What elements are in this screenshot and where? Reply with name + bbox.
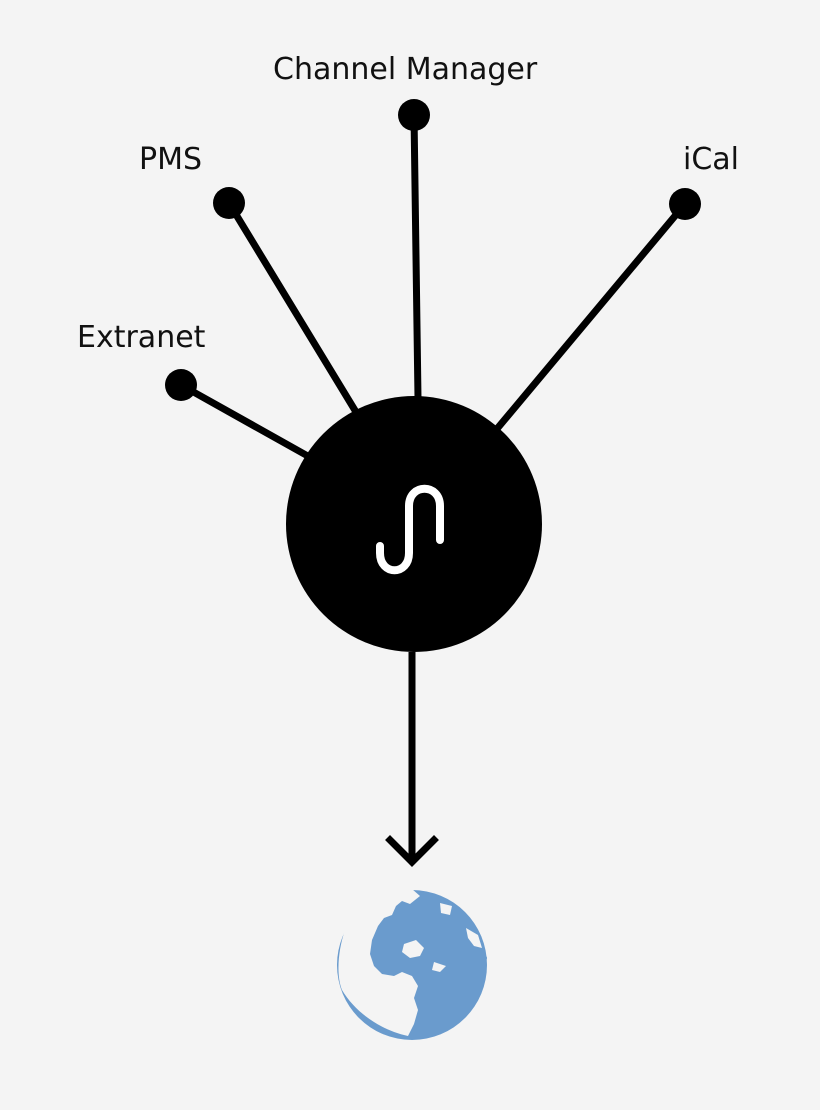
hub-circle [286, 396, 542, 652]
link-logo-icon [376, 484, 444, 575]
node-label-pms: PMS [139, 142, 203, 177]
node-label-channel-manager: Channel Manager [273, 52, 538, 87]
endpoint-dot-ical [669, 188, 701, 220]
node-label-ical: iCal [683, 142, 740, 177]
node-label-extranet: Extranet [77, 320, 206, 355]
connector-pms [225, 199, 360, 416]
connector-channel-manager [410, 111, 422, 402]
endpoint-dot-channel-manager [398, 99, 430, 131]
globe-icon [337, 889, 487, 1040]
endpoint-dot-pms [213, 187, 245, 219]
endpoint-dot-extranet [165, 369, 197, 401]
connector-ical [492, 200, 689, 434]
arrow-head-icon [385, 835, 439, 867]
connector-extranet [177, 381, 310, 459]
